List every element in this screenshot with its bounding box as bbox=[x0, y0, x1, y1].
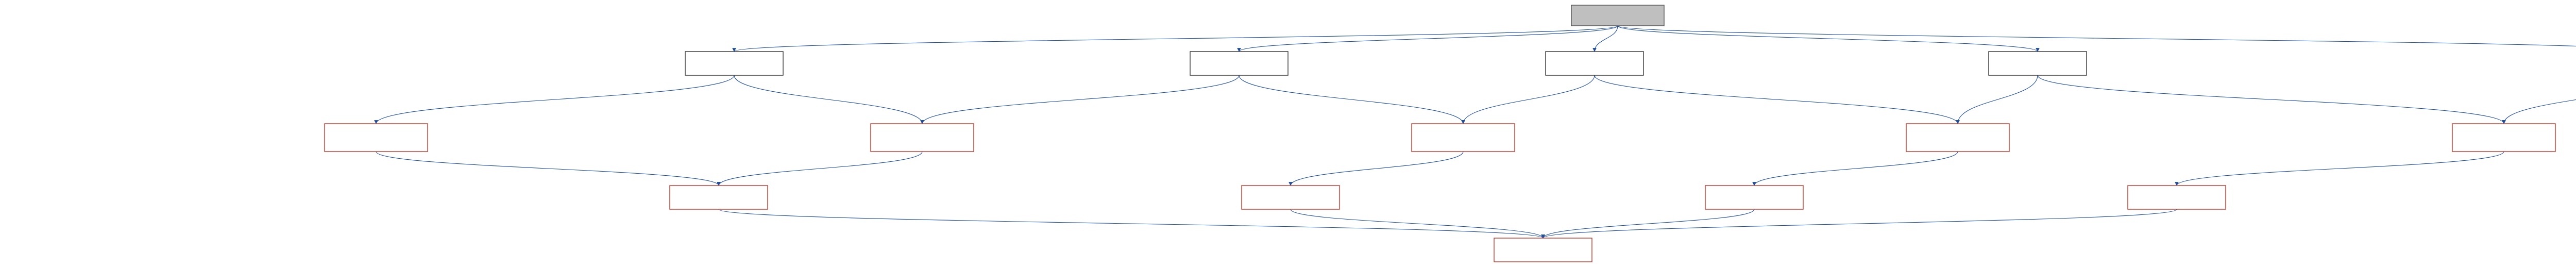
graph-edges bbox=[374, 25, 2576, 239]
graph-node[interactable] bbox=[1190, 51, 1289, 76]
graph-edge bbox=[1956, 75, 2038, 124]
graph-node-box bbox=[1906, 123, 2010, 152]
graph-edge bbox=[2502, 99, 2576, 124]
graph-edge bbox=[2175, 151, 2504, 186]
graph-node-box bbox=[1545, 51, 1644, 76]
graph-edge bbox=[732, 25, 1618, 52]
graph-edge bbox=[734, 75, 924, 124]
graph-nodes bbox=[324, 5, 2556, 262]
graph-node[interactable] bbox=[669, 185, 768, 210]
graph-edge bbox=[1289, 151, 1464, 186]
graph-edge bbox=[1592, 25, 1618, 52]
graph-node[interactable] bbox=[2127, 185, 2226, 210]
graph-node[interactable] bbox=[1241, 185, 1340, 210]
graph-node-box bbox=[685, 51, 784, 76]
graph-edge bbox=[920, 75, 1240, 124]
graph-edge bbox=[1541, 209, 1755, 239]
graph-node-box bbox=[324, 123, 428, 152]
graph-node-box bbox=[2127, 185, 2226, 210]
graph-edge bbox=[1239, 75, 1465, 124]
graph-edge bbox=[1752, 151, 1958, 186]
graph-edge bbox=[1290, 209, 1545, 239]
graph-edge bbox=[1237, 25, 1618, 52]
graph-node-box bbox=[1571, 5, 1665, 26]
graph-edge bbox=[717, 151, 923, 186]
graph-edge bbox=[1617, 25, 2576, 47]
graph-node-box bbox=[870, 123, 974, 152]
graph-node[interactable] bbox=[870, 123, 974, 152]
graph-node-box bbox=[1190, 51, 1289, 76]
graph-edge bbox=[1541, 209, 2177, 239]
graph-edge bbox=[376, 151, 721, 186]
graph-edge bbox=[718, 209, 1545, 239]
graph-node[interactable] bbox=[1906, 123, 2010, 152]
graph-node-box bbox=[1705, 185, 1804, 210]
graph-edge bbox=[1461, 75, 1595, 124]
graph-node[interactable] bbox=[1411, 123, 1515, 152]
graph-node[interactable] bbox=[324, 123, 428, 152]
graph-edge bbox=[374, 75, 735, 124]
graph-node-box bbox=[1411, 123, 1515, 152]
graph-node-box bbox=[1241, 185, 1340, 210]
graph-node[interactable] bbox=[1988, 51, 2087, 76]
graph-edge bbox=[1617, 25, 2040, 52]
graph-node[interactable] bbox=[1571, 5, 1665, 26]
graph-edge bbox=[2037, 75, 2506, 124]
graph-node[interactable] bbox=[1494, 238, 1592, 262]
graph-edge bbox=[1594, 75, 1960, 124]
graph-node-box bbox=[669, 185, 768, 210]
graph-node-box bbox=[2452, 123, 2556, 152]
graph-node[interactable] bbox=[1705, 185, 1804, 210]
graph-node-box bbox=[1988, 51, 2087, 76]
graph-node[interactable] bbox=[685, 51, 784, 76]
graph-node-box bbox=[1494, 238, 1592, 262]
graph-node[interactable] bbox=[1545, 51, 1644, 76]
graph-node[interactable] bbox=[2452, 123, 2556, 152]
